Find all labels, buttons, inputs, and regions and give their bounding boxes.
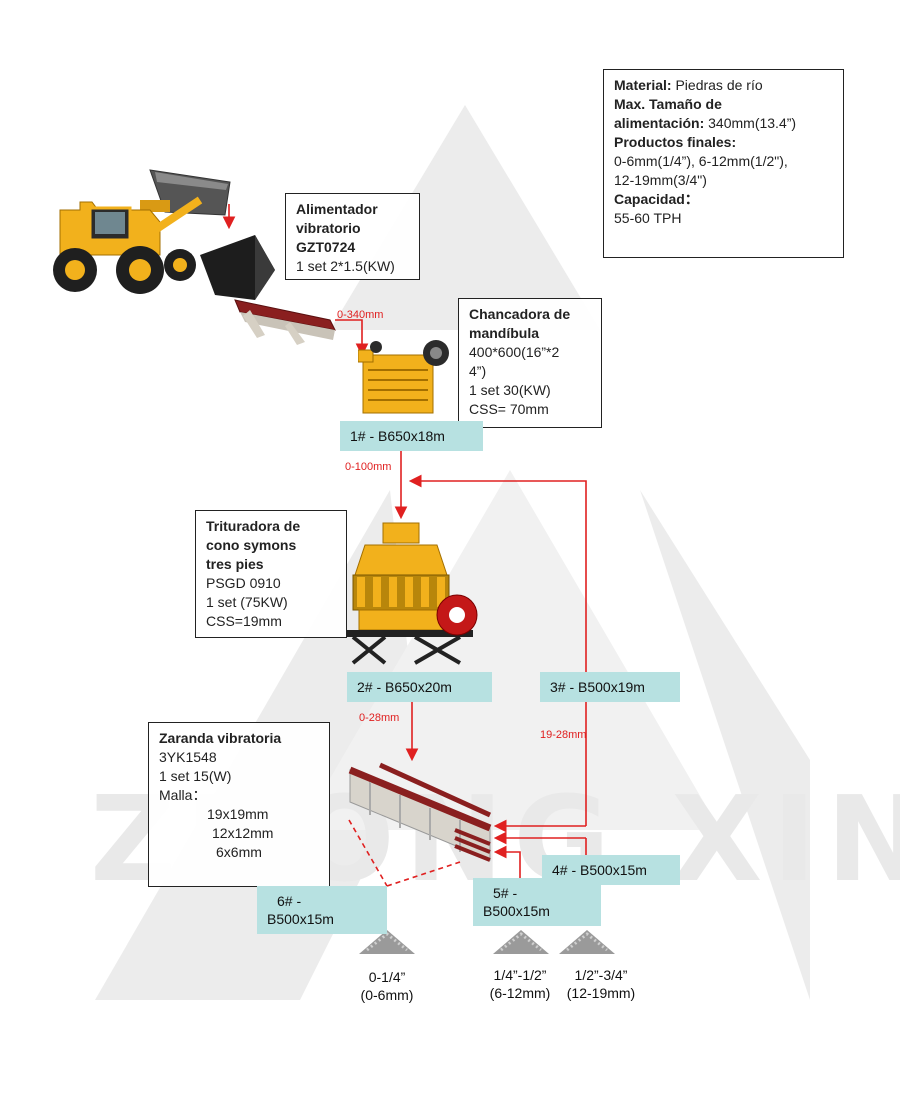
feeder-title: Alimentador [296,201,378,217]
screen-spec: 1 set 15(W) [159,768,232,784]
material-label: Material: [614,77,672,93]
jaw-model: 400*600(16”*2 [469,344,560,360]
belt-tag-4: 4# - B500x15m [542,855,680,885]
product-label: 0-1/4” (0-6mm) [345,968,429,1004]
feeder-spec: 1 set 2*1.5(KW) [296,258,395,274]
jaw-crusher-info-box: Chancadora de mandíbula 400*600(16”*2 4”… [458,298,602,428]
gravel-pile-icon [359,930,415,954]
belt-tag-5-line2: B500x15m [483,903,550,919]
cone-css: CSS=19mm [206,613,282,629]
flow-label-feed: 0-340mm [337,309,384,321]
feeder-info-box: Alimentador vibratorio GZT0724 1 set 2*1… [285,193,420,280]
belt-tag-6-line2: B500x15m [267,911,334,927]
screen-mesh-label: Malla： [159,787,207,803]
cone-crusher-icon [347,522,478,665]
flow-label-cone-output: 0-28mm [359,712,400,724]
capacity-label: Capacidad： [614,191,699,207]
products-value-2: 12-19mm(3/4") [614,172,707,188]
flow-label-jaw-output: 0-100mm [345,461,392,473]
feeder-title-2: vibratorio [296,220,361,236]
feeder-model: GZT0724 [296,239,356,255]
vibrating-screen-icon [348,762,492,862]
product-size-mm: (0-6mm) [360,987,414,1003]
belt-tag-2: 2# - B650x20m [347,672,492,702]
cone-title: Trituradora de [206,518,301,534]
jaw-title-2: mandíbula [469,325,540,341]
cone-model: PSGD 0910 [206,575,281,591]
belt-tag-6-line1: 6# - [277,893,302,909]
products-label: Productos finales: [614,134,737,150]
product-label: 1/2”-3/4” (12-19mm) [556,966,646,1002]
cone-title-3: tres pies [206,556,264,572]
gravel-pile-icon [559,930,615,954]
belt-tag-5: 5# - B500x15m [473,878,601,926]
screen-title: Zaranda vibratoria [159,730,282,746]
jaw-crusher-icon [358,340,449,414]
cone-spec: 1 set (75KW) [206,594,288,610]
gravel-pile-icon [493,930,549,954]
product-size-inch: 0-1/4” [368,969,406,985]
product-size-inch: 1/2”-3/4” [574,967,628,983]
screen-model: 3YK1548 [159,749,217,765]
jaw-title: Chancadora de [469,306,571,322]
jaw-css: CSS= 70mm [469,401,549,417]
feed-size-value: 340mm(13.4”) [704,115,797,131]
summary-box: Material: Piedras de río Max. Tamaño de … [603,69,844,258]
feed-size-label: Max. Tamaño de [614,96,722,112]
screen-mesh-item: 12x12mm [212,825,274,841]
vibrating-feeder-icon [200,235,336,345]
jaw-model-2: 4”) [469,363,487,379]
material-value: Piedras de río [671,77,763,93]
cone-crusher-info-box: Trituradora de cono symons tres pies PSG… [195,510,347,638]
products-value: 0-6mm(1/4”), 6-12mm(1/2"), [614,153,788,169]
jaw-spec: 1 set 30(KW) [469,382,551,398]
cone-title-2: cono symons [206,537,297,553]
product-size-inch: 1/4”-1/2” [493,967,547,983]
wheel-loader-icon [53,169,231,294]
screen-info-box: Zaranda vibratoria 3YK1548 1 set 15(W) M… [148,722,330,887]
belt-tag-5-line1: 5# - [493,885,518,901]
capacity-value: 55-60 TPH [614,210,682,226]
product-label: 1/4”-1/2” (6-12mm) [478,966,562,1002]
belt-tag-1: 1# - B650x18m [340,421,483,451]
product-size-mm: (12-19mm) [566,985,636,1001]
feed-size-label-2: alimentación: [614,115,705,131]
screen-mesh-item: 6x6mm [216,844,262,860]
flow-label-recirculation: 19-28mm [540,729,587,741]
product-size-mm: (6-12mm) [489,985,551,1001]
belt-tag-6: 6# - B500x15m [257,886,387,934]
belt-tag-3: 3# - B500x19m [540,672,680,702]
screen-mesh-item: 19x19mm [207,806,269,822]
